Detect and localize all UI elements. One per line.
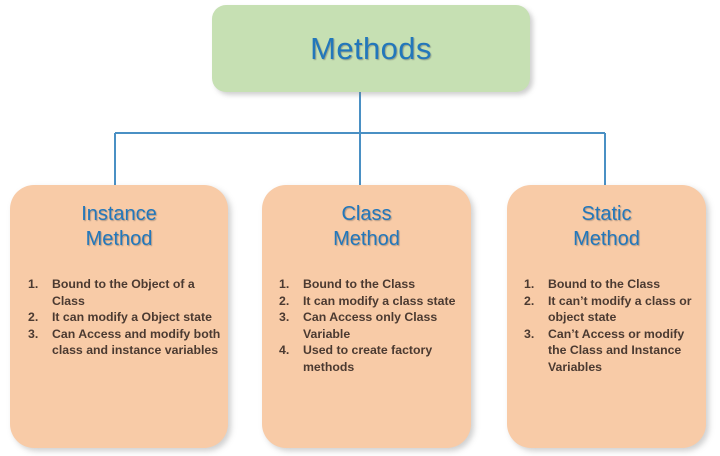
child-node-title-line1: Class	[341, 203, 392, 225]
child-node-list: 1. Bound to the Class 2. It can modify a…	[262, 276, 471, 375]
list-item: 2. It can’t modify a class or object sta…	[524, 293, 706, 326]
list-item-number: 4.	[279, 343, 290, 357]
child-node-static-method: Static Method 1. Bound to the Class 2. I…	[507, 185, 706, 448]
child-node-title-line2: Method	[85, 228, 153, 250]
list-item-number: 1.	[28, 277, 39, 291]
list-item: 1. Bound to the Object of a Class	[28, 276, 228, 309]
child-node-title: Instance Method	[10, 202, 228, 252]
list-item: 3. Can Access only Class Variable	[279, 309, 471, 342]
list-item: 3. Can Access and modify both class and …	[28, 326, 228, 359]
list-item: 2. It can modify a Object state	[28, 309, 228, 326]
list-item-number: 3.	[28, 326, 39, 341]
list-item: 3. Can’t Access or modify the Class and …	[524, 326, 706, 376]
child-node-title-line2: Method	[333, 228, 400, 250]
root-node-methods: Methods	[212, 5, 530, 92]
list-item-number: 2.	[524, 293, 535, 308]
child-node-list: 1. Bound to the Class 2. It can’t modify…	[507, 276, 706, 375]
list-item-text: Can’t Access or modify the Class and Ins…	[548, 326, 685, 374]
list-item: 1. Bound to the Class	[524, 276, 706, 293]
list-item-text: Bound to the Class	[548, 277, 661, 291]
list-item: 2. It can modify a class state	[279, 293, 471, 310]
root-node-title: Methods	[310, 30, 432, 66]
child-node-class-method: Class Method 1. Bound to the Class 2. It…	[262, 185, 471, 448]
list-item-number: 2.	[28, 310, 39, 324]
child-node-title: Class Method	[262, 202, 471, 252]
child-node-title-line1: Instance	[81, 203, 157, 225]
list-item-text: Can Access and modify both class and ins…	[52, 326, 221, 358]
list-item-text: It can modify a Object state	[52, 310, 212, 324]
list-item-number: 3.	[524, 326, 535, 341]
list-item-text: Used to create factory methods	[303, 343, 433, 374]
list-item-text: Can Access only Class Variable	[303, 310, 438, 341]
list-item: 4. Used to create factory methods	[279, 342, 471, 375]
list-item-number: 3.	[279, 310, 290, 324]
child-node-title-line1: Static	[581, 203, 632, 225]
list-item-text: Bound to the Object of a Class	[52, 277, 195, 308]
list-item-text: It can modify a class state	[303, 293, 456, 308]
list-item-text: Bound to the Class	[303, 277, 416, 291]
child-node-title: Static Method	[507, 202, 706, 252]
child-node-list: 1. Bound to the Object of a Class 2. It …	[10, 276, 228, 359]
list-item: 1. Bound to the Class	[279, 276, 471, 293]
child-node-instance-method: Instance Method 1. Bound to the Object o…	[10, 185, 228, 448]
child-node-title-line2: Method	[573, 228, 640, 250]
list-item-number: 2.	[279, 293, 290, 308]
list-item-number: 1.	[524, 277, 535, 291]
list-item-text: It can’t modify a class or object state	[548, 293, 692, 325]
list-item-number: 1.	[279, 277, 290, 291]
